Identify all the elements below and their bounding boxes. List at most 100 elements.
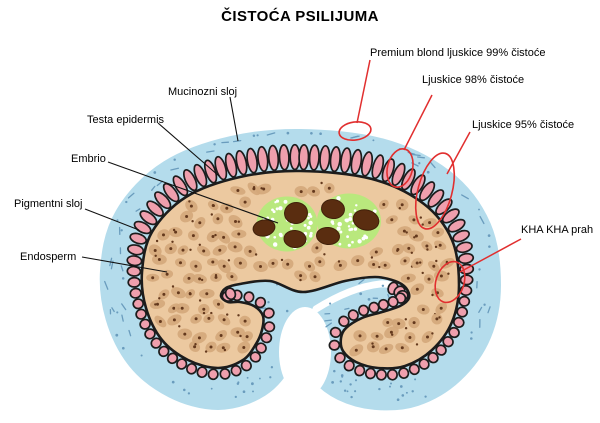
epidermis-cell xyxy=(263,321,276,333)
epidermis-cell xyxy=(224,287,237,301)
epidermis-cell xyxy=(343,359,355,372)
embryo-cotyledon-blob xyxy=(283,229,307,249)
annotation-line-premium xyxy=(356,59,371,124)
epidermis-cell xyxy=(260,332,273,344)
epidermis-cell xyxy=(214,155,228,181)
epidermis-cell xyxy=(452,229,470,243)
epidermis-cell xyxy=(139,318,151,330)
epidermis-cell xyxy=(298,143,310,171)
epidermis-cell xyxy=(129,232,148,245)
epidermis-cell xyxy=(427,351,439,364)
epidermis-cell xyxy=(166,352,179,365)
epidermis-cell xyxy=(441,208,460,224)
epidermis-cell xyxy=(391,162,406,187)
epidermis-cell xyxy=(224,152,238,178)
embryo-cotyledon-blob xyxy=(321,198,345,220)
diagram-title: ČISTOĆA PSILIJUMA xyxy=(221,8,379,25)
epidermis-cell xyxy=(127,276,142,288)
epidermis-cell xyxy=(126,265,142,277)
label-embrio: Embrio xyxy=(71,153,106,165)
epidermis-cell xyxy=(408,363,420,376)
embryo-region xyxy=(252,193,381,252)
pointer-line-embrio xyxy=(107,161,279,224)
epidermis-cell xyxy=(154,191,172,210)
epidermis-cell xyxy=(135,308,147,320)
pointer-line-pigmentni xyxy=(84,208,140,231)
epidermis-cell xyxy=(289,143,301,171)
epidermis-cell xyxy=(360,151,374,177)
epidermis-cell xyxy=(364,367,377,380)
epidermis-cell xyxy=(308,144,320,171)
epidermis-cell xyxy=(347,309,359,321)
epidermis-cell xyxy=(176,358,188,370)
label-premium-blond-99: Premium blond ljuskice 99% čistoće xyxy=(370,47,546,59)
annotation-ellipse-premium xyxy=(338,121,372,141)
label-pigmentni-sloj: Pigmentni sloj xyxy=(14,198,83,210)
epidermis-cell xyxy=(172,175,189,197)
epidermis-cell xyxy=(368,301,380,314)
epidermis-cell xyxy=(254,296,267,309)
epidermis-cell xyxy=(354,364,366,377)
epidermis-cell xyxy=(150,337,162,349)
epidermis-cell xyxy=(162,182,180,203)
pointer-line-endosperm xyxy=(81,256,168,273)
epidermis-cell xyxy=(182,168,198,192)
epidermis-cell xyxy=(358,304,370,317)
epidermis-cell xyxy=(246,147,258,174)
epidermis-cell xyxy=(334,352,346,364)
epidermis-cell xyxy=(127,244,145,256)
epidermis-cell xyxy=(338,315,350,328)
epidermis-cell xyxy=(457,252,475,265)
epidermis-cell xyxy=(144,328,156,340)
epidermis-cell xyxy=(230,364,242,377)
annotation-line-l95 xyxy=(446,131,471,175)
epidermis-cell xyxy=(386,368,398,381)
epidermis-cell xyxy=(398,367,410,379)
annotation-line-kha xyxy=(459,238,522,273)
epidermis-cell xyxy=(129,287,142,299)
annotation-ellipse-l95 xyxy=(414,152,456,230)
label-pointer-lines xyxy=(81,96,279,273)
epidermis-cell xyxy=(278,144,290,171)
epidermis-cell xyxy=(243,291,255,303)
epidermis-cell xyxy=(427,189,445,208)
epidermis-cell xyxy=(319,144,331,172)
annotation-marks xyxy=(338,59,522,304)
label-ljuskice-95: Ljuskice 95% čistoće xyxy=(472,119,575,131)
epidermis-cell xyxy=(442,336,454,348)
embryo-cotyledon-blob xyxy=(284,201,308,225)
epidermis-cell xyxy=(240,359,252,372)
pointer-line-mucinozni xyxy=(229,96,239,142)
epidermis-cell xyxy=(328,339,341,351)
epidermis-cell xyxy=(196,366,208,379)
epidermis-cell xyxy=(219,368,231,380)
epidermis-cell xyxy=(448,326,460,339)
label-endosperm: Endosperm xyxy=(20,251,77,263)
embryo-cotyledon-blob xyxy=(352,209,380,231)
embryo-cotyledon-blob xyxy=(316,226,340,246)
pointer-line-testa xyxy=(157,122,220,177)
epidermis-cell xyxy=(249,351,262,363)
epidermis-cell xyxy=(381,158,396,183)
epidermis-cell xyxy=(350,148,363,175)
epidermis-cell xyxy=(132,298,145,310)
epidermis-cell xyxy=(267,144,280,172)
label-mucinozni-sloj: Mucinozni sloj xyxy=(168,86,238,98)
label-testa-epidermis: Testa epidermis xyxy=(87,114,165,126)
epidermis-cell xyxy=(329,145,341,173)
annotation-ellipse-kha xyxy=(434,260,466,304)
epidermis-cell xyxy=(207,368,219,381)
epidermis-cell xyxy=(435,344,447,356)
epidermis-cell xyxy=(435,198,453,216)
annotation-line-l98 xyxy=(403,94,433,151)
epidermis-cell xyxy=(133,220,152,235)
epidermis-cell xyxy=(371,154,385,180)
label-ljuskice-98: Ljuskice 98% čistoće xyxy=(422,74,525,86)
epidermis-cell xyxy=(186,362,198,375)
epidermis-cell xyxy=(375,368,387,381)
epidermis-cell xyxy=(193,163,208,188)
epidermis-cell xyxy=(158,345,170,358)
epidermis-cell xyxy=(263,307,275,319)
endosperm-cells xyxy=(146,181,455,357)
